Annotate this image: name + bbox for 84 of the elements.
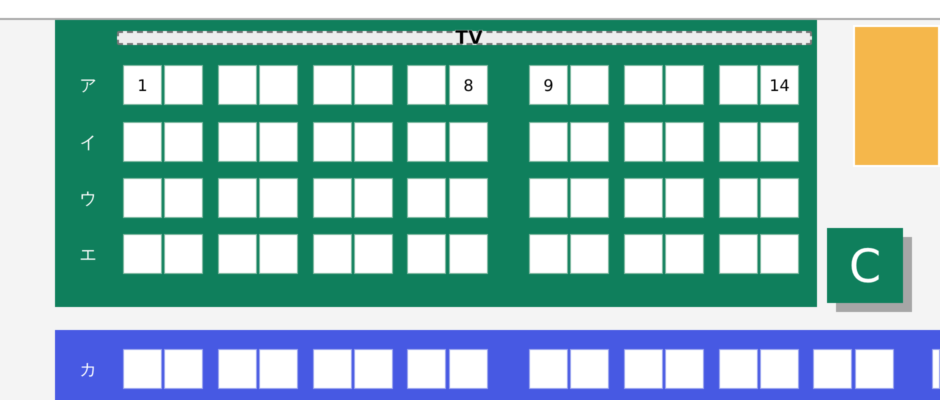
seat-box <box>354 349 393 389</box>
seat-box <box>529 178 568 218</box>
seat-box <box>313 234 352 274</box>
seat-box <box>665 178 704 218</box>
seat-box <box>218 178 257 218</box>
seat-box <box>164 122 203 162</box>
seat-box <box>529 234 568 274</box>
seat-box <box>123 349 162 389</box>
seat-box <box>449 234 488 274</box>
seat-box <box>259 122 298 162</box>
seat-box <box>354 122 393 162</box>
seat-box <box>218 234 257 274</box>
seat-box <box>719 178 758 218</box>
seat-box <box>164 349 203 389</box>
seat-box <box>313 178 352 218</box>
seat-box <box>218 349 257 389</box>
seat-box <box>407 122 446 162</box>
seat-box <box>570 65 609 105</box>
seat-box <box>123 122 162 162</box>
seat-box <box>624 65 663 105</box>
seat-box <box>760 349 799 389</box>
seat-box <box>665 349 704 389</box>
seat-box <box>407 178 446 218</box>
seat-box <box>624 234 663 274</box>
seat-box <box>164 178 203 218</box>
seat-box <box>570 178 609 218</box>
stage-block <box>853 25 940 167</box>
seat-box <box>313 122 352 162</box>
seat-box <box>407 65 446 105</box>
seat-box <box>529 349 568 389</box>
seat-box <box>123 178 162 218</box>
seat-box <box>813 349 852 389</box>
seat-box <box>164 65 203 105</box>
seat-box <box>719 65 758 105</box>
seat-box <box>259 349 298 389</box>
seat-box <box>719 122 758 162</box>
seat-box <box>665 65 704 105</box>
seat-box <box>760 234 799 274</box>
seat-box <box>719 349 758 389</box>
seat-box <box>529 122 568 162</box>
row-label: カ <box>78 359 98 381</box>
row-label: エ <box>78 244 98 266</box>
seating-area <box>55 330 940 400</box>
seat-box <box>665 122 704 162</box>
seat-box <box>407 349 446 389</box>
seat-box <box>354 65 393 105</box>
seat-box <box>123 234 162 274</box>
seat-box <box>407 234 446 274</box>
seat-box <box>218 122 257 162</box>
seating-area <box>55 20 817 307</box>
seat-box <box>624 122 663 162</box>
seat-box <box>313 65 352 105</box>
tv-label: TV <box>454 27 484 49</box>
seat-box <box>354 178 393 218</box>
seat-box: 9 <box>529 65 568 105</box>
seat-box <box>259 178 298 218</box>
row-label: ウ <box>78 188 98 210</box>
seat-box <box>164 234 203 274</box>
seat-box <box>218 65 257 105</box>
tv-bar <box>117 31 812 45</box>
seat-box <box>449 178 488 218</box>
seat-box <box>932 349 940 389</box>
seat-box <box>760 122 799 162</box>
seat-box <box>624 178 663 218</box>
seat-box <box>719 234 758 274</box>
row-label: ア <box>78 75 98 97</box>
seat-box <box>449 349 488 389</box>
seat-box <box>313 349 352 389</box>
seat-box <box>570 234 609 274</box>
c-block: C <box>827 228 903 303</box>
seat-box <box>570 122 609 162</box>
seat-box: 14 <box>760 65 799 105</box>
seat-box: 1 <box>123 65 162 105</box>
seat-box: 8 <box>449 65 488 105</box>
row-label: イ <box>78 132 98 154</box>
seat-box <box>259 234 298 274</box>
seat-box <box>855 349 894 389</box>
seat-box <box>354 234 393 274</box>
seat-box <box>624 349 663 389</box>
seat-box <box>760 178 799 218</box>
seat-box <box>259 65 298 105</box>
seat-box <box>449 122 488 162</box>
seat-box <box>570 349 609 389</box>
seat-box <box>665 234 704 274</box>
